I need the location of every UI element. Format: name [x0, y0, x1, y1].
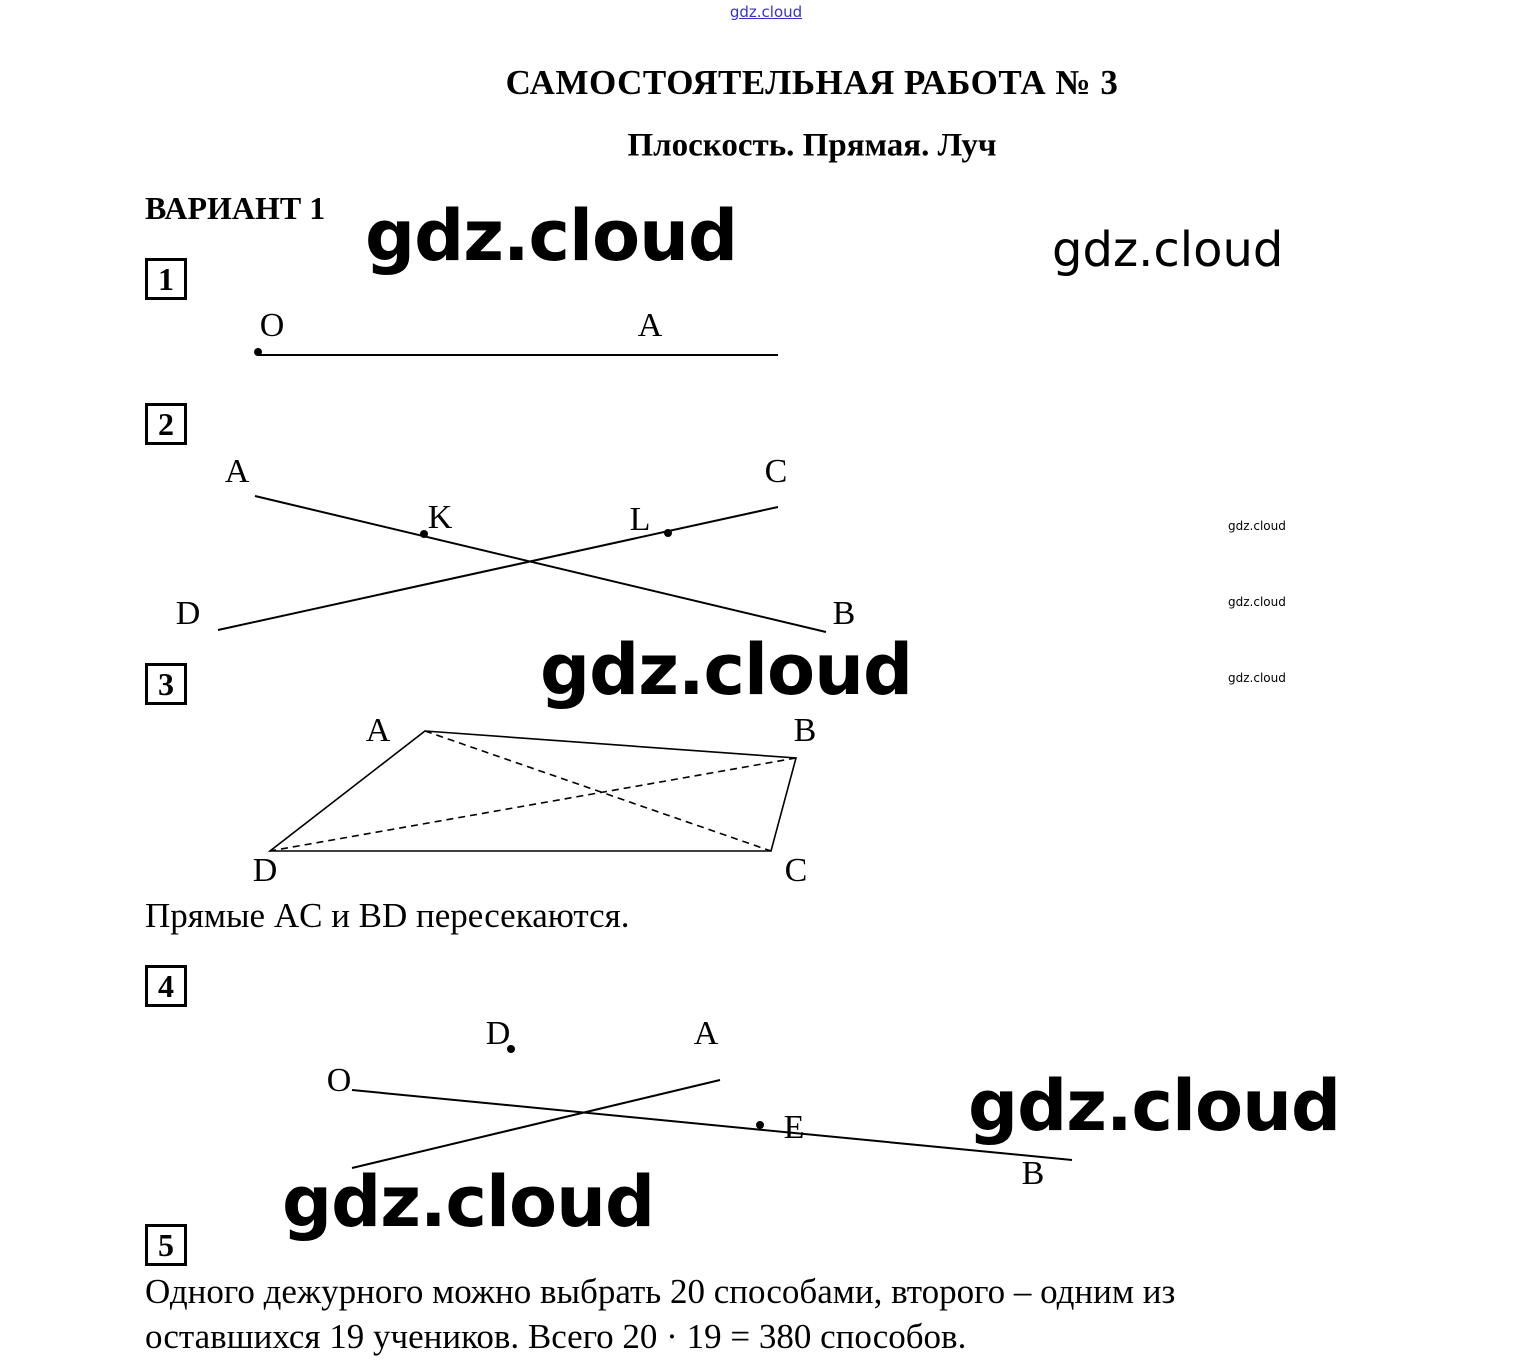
label-a: A [365, 712, 391, 749]
label-d: D [485, 1015, 511, 1052]
label-c: C [784, 852, 808, 889]
task-3-answer: Прямые AC и BD пересекаются. [145, 896, 630, 935]
line-dc [217, 506, 779, 631]
task-number-1: 1 [145, 258, 187, 300]
label-d: D [175, 595, 201, 632]
label-a: A [693, 1015, 719, 1052]
diagonal-bd [269, 757, 797, 852]
label-b: B [793, 712, 817, 749]
label-c: C [764, 453, 788, 490]
watermark: gdz.cloud [1228, 595, 1286, 609]
watermark: gdz.cloud [540, 629, 913, 711]
task-5-answer-line-2: оставшихся 19 учеников. Всего 20 · 19 = … [145, 1317, 967, 1356]
page-title: САМОСТОЯТЕЛЬНАЯ РАБОТА № 3 [505, 63, 1119, 102]
task-number-3: 3 [145, 663, 187, 705]
task-5-answer-line-1: Одного дежурного можно выбрать 20 способ… [145, 1272, 1176, 1311]
watermark: gdz.cloud [1052, 222, 1284, 278]
page-subtitle: Плоскость. Прямая. Луч [627, 127, 997, 164]
label-k: K [427, 499, 453, 536]
point-l [664, 529, 672, 537]
label-l: L [629, 501, 651, 538]
label-b: B [832, 595, 856, 632]
point-d [507, 1045, 515, 1053]
label-o: O [326, 1062, 352, 1099]
label-o: O [259, 307, 285, 344]
watermark: gdz.cloud [365, 195, 738, 277]
label-b: B [1021, 1155, 1045, 1192]
watermark: gdz.cloud [968, 1065, 1341, 1147]
variant-heading: ВАРИАНТ 1 [145, 190, 326, 226]
diagonal-ac [424, 730, 772, 852]
label-a: A [224, 453, 250, 490]
task-number-4: 4 [145, 965, 187, 1007]
line-ab [254, 495, 827, 633]
ray-ob [351, 1089, 1073, 1161]
point-k [420, 530, 428, 538]
watermark: gdz.cloud [1228, 519, 1286, 533]
quadrilateral-abcd [267, 730, 798, 852]
watermark: gdz.cloud [282, 1161, 655, 1243]
label-e: E [783, 1109, 805, 1146]
watermark: gdz.cloud [1228, 671, 1286, 685]
line-a [351, 1079, 721, 1169]
watermark-link[interactable]: gdz.cloud [729, 3, 803, 21]
label-a: A [637, 307, 663, 344]
point-e [756, 1121, 764, 1129]
task-number-2: 2 [145, 403, 187, 445]
task-number-5: 5 [145, 1224, 187, 1266]
label-d: D [252, 852, 278, 889]
